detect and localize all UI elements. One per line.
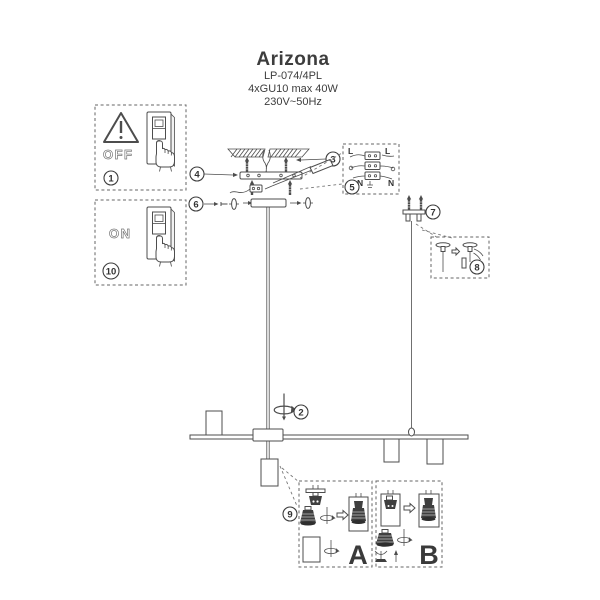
product-name: Arizona bbox=[256, 49, 330, 70]
center-junction bbox=[252, 428, 284, 442]
live-label-left: L bbox=[348, 146, 353, 156]
warning-triangle-icon bbox=[103, 112, 139, 143]
lamp-head bbox=[383, 438, 400, 463]
twist-icon bbox=[324, 539, 341, 558]
cable-bracket bbox=[402, 209, 426, 215]
earth-symbol bbox=[367, 181, 373, 188]
svg-text:6: 6 bbox=[193, 199, 198, 210]
detail-leader-lines bbox=[299, 152, 343, 190]
lamp-head bbox=[426, 438, 444, 465]
lamp-head bbox=[260, 458, 279, 487]
screwdriver-icon bbox=[264, 158, 334, 190]
detail-leader-lines bbox=[279, 465, 300, 507]
shade-with-socket-icon bbox=[380, 490, 401, 527]
spring-clip-icon bbox=[374, 550, 388, 562]
cable-gripper-press-icon bbox=[461, 242, 484, 269]
svg-text:8: 8 bbox=[474, 262, 479, 273]
cable-adjust-box: 8 bbox=[430, 236, 490, 279]
terminal-wires bbox=[348, 154, 396, 180]
ceiling-mount-group: 3 4 bbox=[189, 148, 343, 197]
bracket-screw-icon bbox=[286, 178, 294, 197]
lamp-spec: 4xGU10 max 40W bbox=[248, 83, 338, 95]
ceiling-section bbox=[267, 148, 310, 158]
gu10-bulb-icon bbox=[300, 506, 316, 526]
step-badge-3: 3 bbox=[330, 154, 335, 165]
arrow-right-icon bbox=[451, 246, 461, 257]
rotate-icon bbox=[273, 392, 298, 420]
shade-cylinder-icon bbox=[302, 536, 321, 563]
mounting-screw-icon bbox=[282, 155, 290, 174]
step-badge-5: 5 bbox=[344, 179, 360, 195]
cable-suspension-group: 7 8 bbox=[402, 193, 490, 428]
live-label-right: L bbox=[385, 146, 390, 156]
cable-gripper-icon bbox=[435, 242, 451, 272]
suspension-screw-icon bbox=[417, 193, 425, 212]
assembled-head-icon bbox=[348, 493, 369, 532]
canopy-group: 6 bbox=[188, 196, 314, 212]
on-label: ON bbox=[109, 226, 132, 241]
step-badge-8: 8 bbox=[469, 259, 485, 275]
step-badge-6: 6 bbox=[188, 196, 204, 212]
lamp-head bbox=[205, 410, 223, 436]
twist-icon bbox=[397, 528, 414, 547]
arrow-up-icon bbox=[394, 550, 398, 562]
suspension-rod bbox=[266, 207, 270, 430]
step-badge-7: 7 bbox=[425, 204, 441, 220]
detail-leader-lines bbox=[415, 223, 453, 239]
variant-b-box: B bbox=[374, 480, 443, 570]
socket-icon bbox=[305, 485, 326, 505]
step-4-pointer: 4 bbox=[189, 166, 238, 182]
screw-washer-icon bbox=[228, 198, 240, 210]
small-screw-icon bbox=[220, 202, 228, 206]
neutral-label-right: N bbox=[388, 178, 394, 188]
svg-text:10: 10 bbox=[106, 266, 117, 277]
lamp-stem bbox=[266, 441, 270, 459]
step-badge-9: 9 bbox=[282, 506, 298, 522]
svg-text:1: 1 bbox=[108, 173, 114, 184]
step-badge-1: 1 bbox=[103, 170, 119, 186]
neutral-label-left: N bbox=[357, 178, 363, 188]
wiring-diagram-box: L L N N 5 bbox=[342, 143, 400, 195]
twist-icon bbox=[320, 506, 337, 525]
variant-a-box: A bbox=[298, 480, 373, 570]
svg-text:5: 5 bbox=[349, 182, 355, 193]
ceiling-canopy bbox=[250, 198, 287, 208]
fixture-assembly: 2 bbox=[189, 207, 469, 507]
gu10-bulb-icon bbox=[376, 529, 394, 547]
arrow-right-icon bbox=[403, 502, 416, 514]
screw-washer-icon bbox=[302, 197, 314, 209]
bulb-install-group: 9 bbox=[282, 480, 443, 570]
cable-connector bbox=[408, 427, 415, 437]
mains-wires bbox=[262, 149, 271, 175]
grub-screw-icon bbox=[282, 416, 286, 421]
off-label: OFF bbox=[103, 147, 134, 162]
step-badge-10: 10 bbox=[102, 262, 120, 280]
step-badge-4: 4 bbox=[194, 169, 200, 180]
fixture-bar bbox=[189, 434, 469, 440]
ceiling-hatch bbox=[230, 148, 302, 158]
warning-off-box: OFF 1 bbox=[94, 104, 187, 191]
product-model: LP-074/4PL bbox=[263, 70, 323, 82]
variant-a-label: A bbox=[348, 540, 368, 570]
arrow-right-icon bbox=[336, 509, 349, 521]
suspension-screw-icon bbox=[405, 193, 413, 212]
step-badge-2: 2 bbox=[293, 404, 309, 420]
switch-on-box: ON 10 bbox=[94, 199, 187, 286]
mounting-screw-icon bbox=[243, 155, 251, 174]
variant-b-label: B bbox=[419, 540, 439, 570]
wire-terminal bbox=[229, 184, 263, 194]
title-block: Arizona LP-074/4PL 4xGU10 max 40W 230V~5… bbox=[0, 50, 586, 109]
svg-text:2: 2 bbox=[298, 407, 303, 418]
svg-text:9: 9 bbox=[287, 509, 292, 520]
assembled-head-icon bbox=[418, 490, 440, 528]
power-spec: 230V~50Hz bbox=[264, 96, 322, 108]
svg-text:7: 7 bbox=[430, 207, 435, 218]
terminal-blocks bbox=[364, 151, 381, 180]
